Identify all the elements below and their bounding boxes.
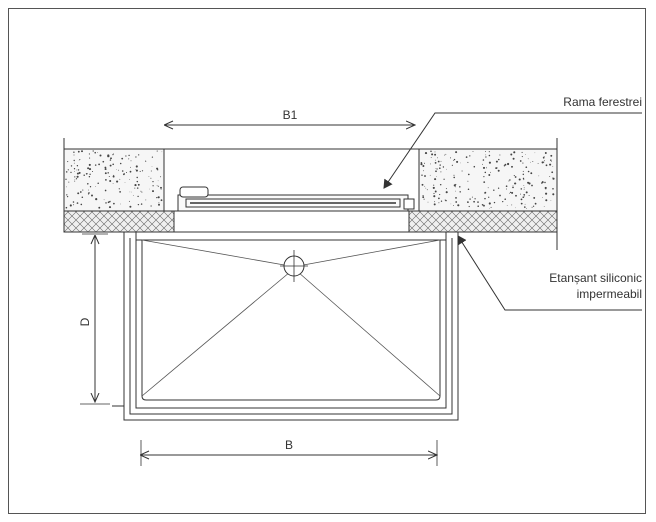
concrete-speckle-left — [65, 150, 163, 209]
insulation-left — [63, 210, 175, 233]
window-frame-profile — [177, 186, 415, 212]
drawing-frame — [8, 8, 646, 514]
callout-window-frame-label: Rama ferestrei — [563, 95, 642, 109]
dimension-b-label: B — [285, 438, 293, 452]
drainage-slope-lines — [141, 239, 441, 397]
well-wall-line — [135, 232, 447, 409]
well-outer-inner — [129, 238, 453, 415]
dimension-b1-label: B1 — [283, 108, 298, 122]
concrete-speckle-right — [420, 150, 555, 209]
insulation-right — [408, 210, 558, 233]
well-outer — [123, 232, 459, 421]
callout-window-frame-leader — [383, 112, 642, 189]
concrete-left — [63, 148, 165, 212]
callout-sealant-leader — [457, 235, 642, 311]
concrete-right — [418, 148, 558, 212]
callout-sealant-label-line2: impermeabil — [577, 287, 642, 301]
well-inner — [141, 240, 441, 401]
callout-sealant-label-line1: Etanșant siliconic — [549, 271, 642, 285]
dimension-d-label: D — [78, 317, 92, 326]
